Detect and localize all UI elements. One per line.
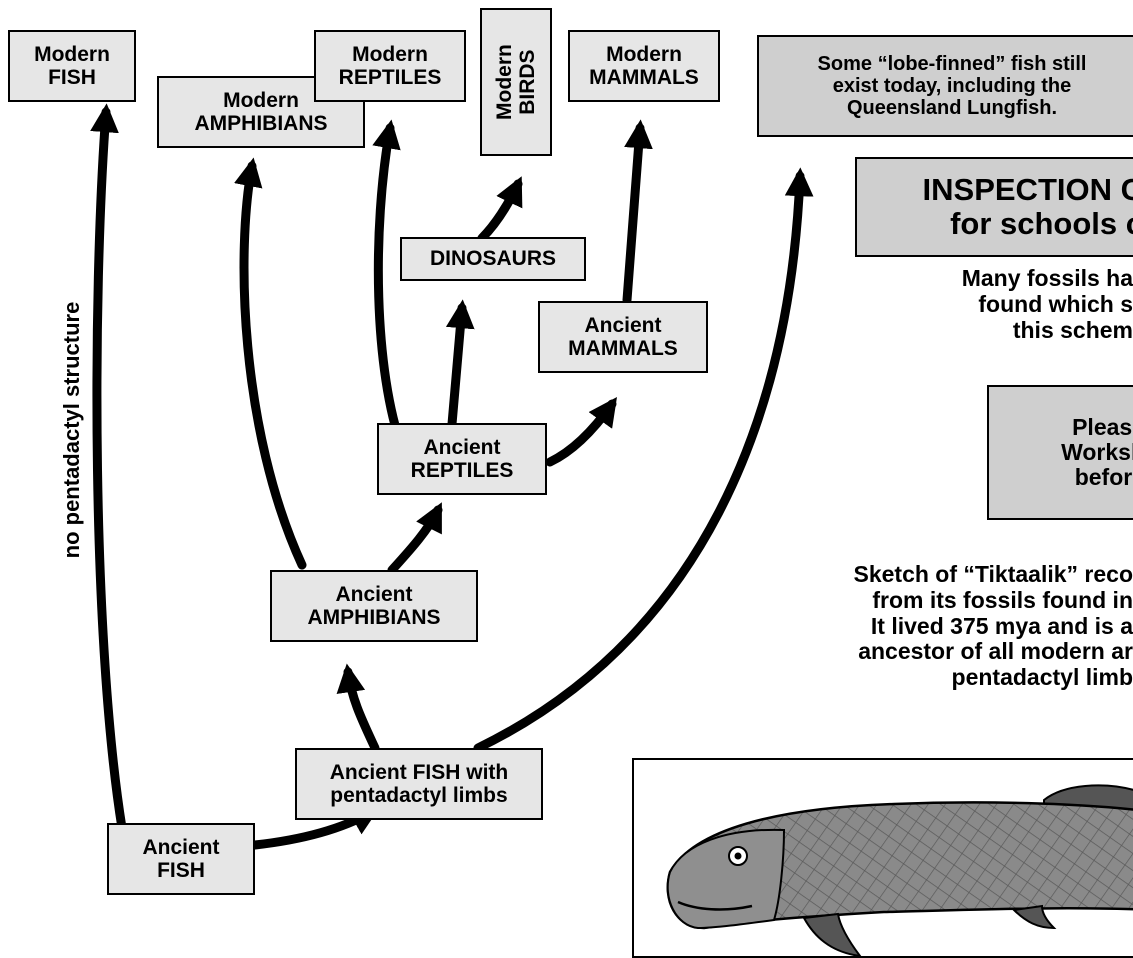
arrow-amphibians-to-modern-amphibians <box>244 166 302 565</box>
node-modern-amphibians-line1: Modern <box>223 89 299 112</box>
arrow-reptiles-to-modern-reptiles <box>378 128 402 448</box>
node-ancient-reptiles-line2: REPTILES <box>411 459 514 482</box>
fossils-note: Many fossils ha found which s this schem <box>962 266 1133 343</box>
node-ancient-fish-pentadactyl: Ancient FISH with pentadactyl limbs <box>295 748 543 820</box>
node-ancient-mammals-line2: MAMMALS <box>568 337 678 360</box>
node-modern-fish-line1: Modern <box>34 43 110 66</box>
arrow-amphibians-to-reptiles <box>392 510 438 570</box>
please-line3: before <box>1075 465 1133 490</box>
node-modern-fish-line2: FISH <box>48 66 96 89</box>
fossils-line2: found which s <box>962 292 1133 318</box>
node-ancient-fish: Ancient FISH <box>107 823 255 895</box>
tiktaalik-line5: pentadactyl limb <box>853 665 1133 691</box>
tiktaalik-sketch <box>634 760 1133 958</box>
lobe-finned-line1: Some “lobe-finned” fish still <box>818 53 1087 75</box>
arrow-mammals-to-modern-mammals <box>627 128 640 300</box>
node-ancient-amphibians-line2: AMPHIBIANS <box>307 606 440 629</box>
node-modern-reptiles: Modern REPTILES <box>314 30 466 102</box>
fossils-line1: Many fossils ha <box>962 266 1133 292</box>
arrow-reptiles-to-mammals <box>550 404 612 462</box>
inspection-line2: for schools c <box>950 207 1133 241</box>
node-ancient-mammals: Ancient MAMMALS <box>538 301 708 373</box>
tiktaalik-head <box>668 830 784 928</box>
node-modern-birds-text: Modern BIRDS <box>493 44 539 120</box>
node-modern-mammals: Modern MAMMALS <box>568 30 720 102</box>
tiktaalik-text: Sketch of “Tiktaalik” reco from its foss… <box>853 562 1133 691</box>
tiktaalik-sketch-frame <box>632 758 1133 958</box>
node-ancient-amphibians: Ancient AMPHIBIANS <box>270 570 478 642</box>
node-dinosaurs: DINOSAURS <box>400 237 586 281</box>
tiktaalik-line2: from its fossils found in <box>853 588 1133 614</box>
tiktaalik-line4: ancestor of all modern ar <box>853 639 1133 665</box>
lobe-finned-line3: Queensland Lungfish. <box>847 97 1057 119</box>
inspection-box: INSPECTION C for schools c <box>855 157 1133 257</box>
tiktaalik-pectoral-fin <box>804 914 860 956</box>
node-ancient-reptiles-line1: Ancient <box>423 436 500 459</box>
node-ancient-fish-line2: FISH <box>157 859 205 882</box>
node-modern-birds-line1: Modern <box>493 44 516 120</box>
node-ancient-fish-pentadactyl-line1: Ancient FISH with <box>330 761 509 784</box>
node-modern-fish: Modern FISH <box>8 30 136 102</box>
node-modern-mammals-line2: MAMMALS <box>589 66 699 89</box>
lobe-finned-note: Some “lobe-finned” fish still exist toda… <box>757 35 1133 137</box>
arrow-to-modern-fish <box>97 112 122 828</box>
tiktaalik-pupil <box>735 853 742 860</box>
lobe-finned-line2: exist today, including the <box>833 75 1072 97</box>
tiktaalik-line1: Sketch of “Tiktaalik” reco <box>853 562 1133 588</box>
node-ancient-reptiles: Ancient REPTILES <box>377 423 547 495</box>
arrow-pentadactyl-to-amphibians <box>348 672 375 748</box>
node-modern-reptiles-line1: Modern <box>352 43 428 66</box>
node-modern-birds-line2: BIRDS <box>516 44 539 120</box>
tiktaalik-line3: It lived 375 mya and is a <box>853 614 1133 640</box>
node-modern-birds: Modern BIRDS <box>480 8 552 156</box>
arrow-reptiles-to-dinosaurs <box>452 308 462 424</box>
node-ancient-amphibians-line1: Ancient <box>335 583 412 606</box>
node-modern-mammals-line1: Modern <box>606 43 682 66</box>
node-modern-reptiles-line2: REPTILES <box>339 66 442 89</box>
node-ancient-fish-line1: Ancient <box>142 836 219 859</box>
node-dinosaurs-label: DINOSAURS <box>430 247 556 270</box>
no-pentadactyl-label: no pentadactyl structure <box>59 302 85 559</box>
node-modern-amphibians-line2: AMPHIBIANS <box>194 112 327 135</box>
inspection-line1: INSPECTION C <box>923 173 1133 207</box>
fossils-line3: this schem <box>962 318 1133 344</box>
please-box: Please Worksh before <box>987 385 1133 520</box>
please-line1: Please <box>1072 415 1133 440</box>
node-ancient-mammals-line1: Ancient <box>584 314 661 337</box>
please-line2: Worksh <box>1061 440 1133 465</box>
arrow-dinosaurs-to-birds <box>482 184 518 238</box>
node-ancient-fish-pentadactyl-line2: pentadactyl limbs <box>330 784 507 807</box>
